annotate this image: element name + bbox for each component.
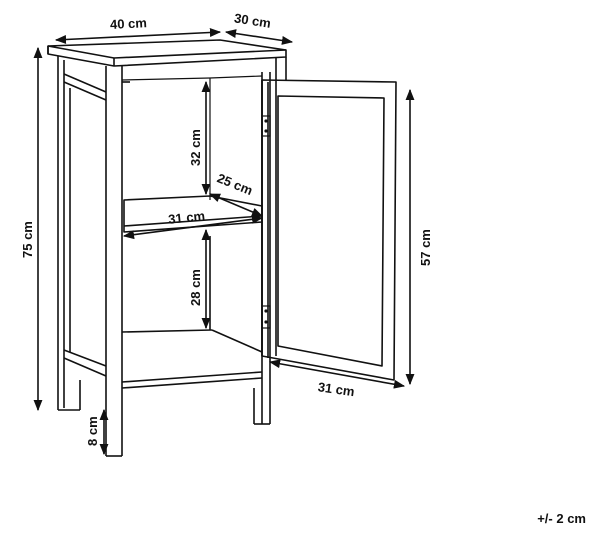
dimension-lines bbox=[33, 28, 415, 456]
hinge-upper bbox=[261, 115, 271, 137]
total-height-label: 75 cm bbox=[20, 221, 35, 258]
top-width-label: 40 cm bbox=[110, 15, 148, 32]
upper-compartment-label: 32 cm bbox=[188, 129, 203, 166]
door-width-arrow bbox=[268, 359, 406, 389]
shelf-depth-arrow bbox=[208, 193, 264, 217]
shelf-width-label: 31 cm bbox=[167, 208, 205, 227]
front-right-post bbox=[253, 57, 287, 425]
lower-compartment-label: 28 cm bbox=[188, 269, 203, 306]
left-side-panel bbox=[57, 56, 107, 411]
top-depth-label: 30 cm bbox=[233, 10, 272, 31]
hinge-lower bbox=[261, 305, 271, 329]
top-width-arrow bbox=[54, 28, 222, 44]
tolerance-note: +/- 2 cm bbox=[537, 511, 586, 526]
door-height-label: 57 cm bbox=[418, 229, 433, 266]
bottom-shelf bbox=[121, 236, 263, 389]
front-left-post bbox=[105, 66, 130, 457]
dimension-labels: 40 cm 30 cm 75 cm 32 cm 25 cm 31 cm 28 c… bbox=[20, 10, 433, 446]
leg-height-label: 8 cm bbox=[85, 416, 100, 446]
top-depth-arrow bbox=[224, 29, 294, 45]
door-width-label: 31 cm bbox=[317, 379, 356, 399]
shelf-depth-label: 25 cm bbox=[215, 170, 255, 198]
shelf-width-arrow bbox=[122, 214, 264, 240]
open-door bbox=[261, 79, 397, 381]
